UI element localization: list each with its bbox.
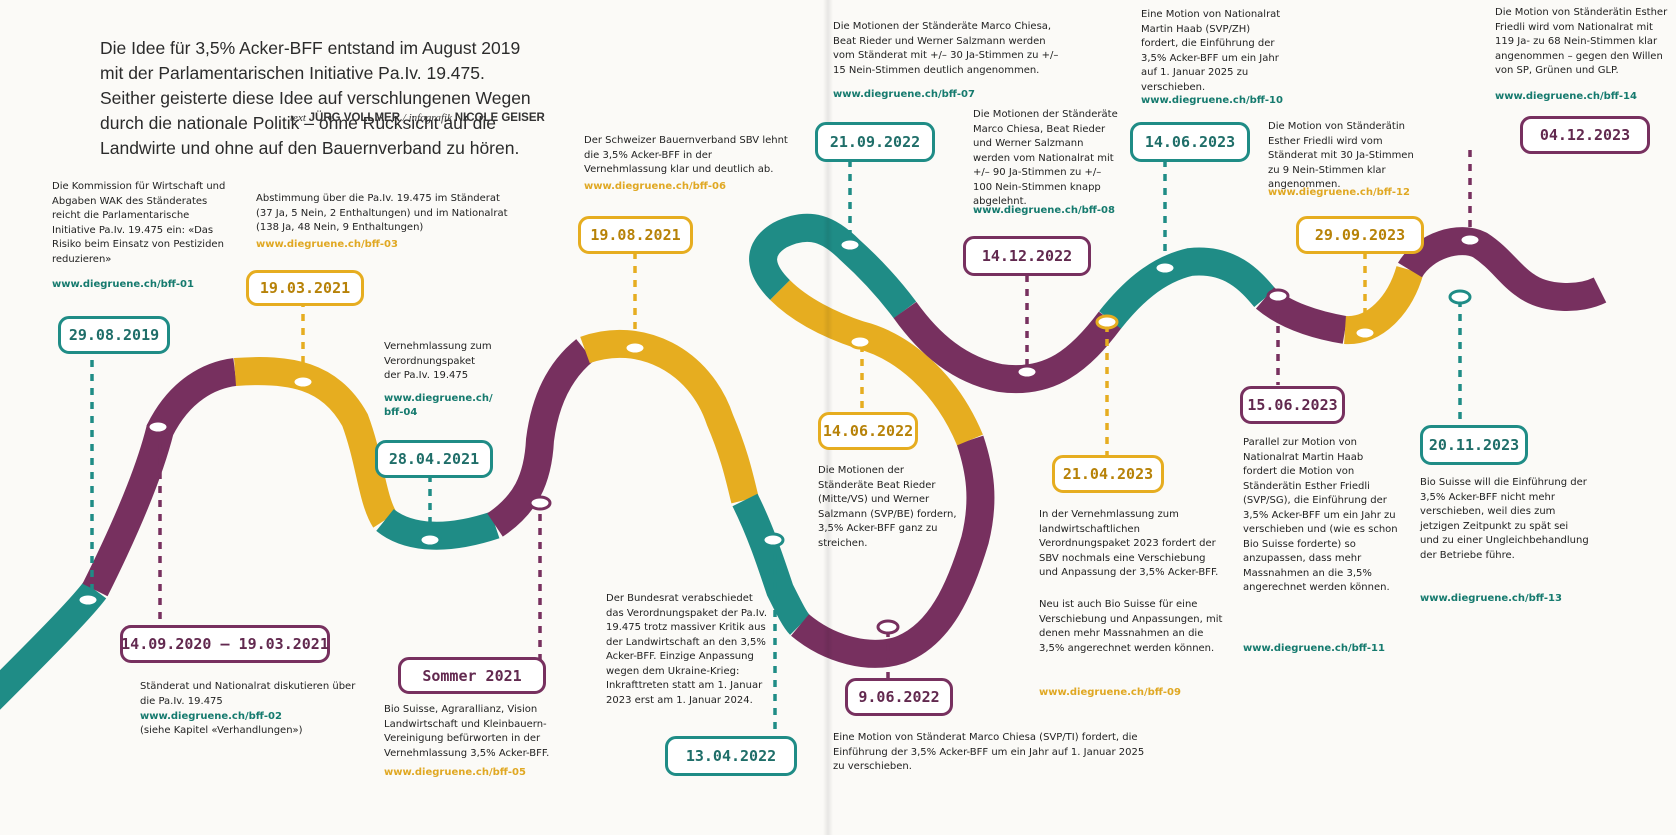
event-text: Die Motionen der Ständeräte Beat Rieder … — [818, 465, 957, 549]
road-segment — [376, 508, 500, 550]
timeline-marker — [1095, 314, 1119, 330]
timeline-marker — [1266, 288, 1290, 304]
road-segment — [893, 301, 1122, 394]
event-text: Der Schweizer Bauernverband SBV lehnt di… — [584, 135, 788, 175]
credit-line: text JÜRG VOLLMER / infografik NICOLE GE… — [290, 112, 545, 124]
timeline-marker — [1458, 232, 1482, 248]
event-link[interactable]: www.diegruene.ch/bff-01 — [52, 279, 194, 290]
timeline-marker — [838, 237, 862, 253]
road-segment — [233, 357, 398, 528]
event-text: Die Motionen der Ständeräte Marco Chiesa… — [833, 21, 1059, 76]
timeline-marker — [876, 619, 900, 635]
event-link[interactable]: www.diegruene.ch/bff-13 — [1420, 593, 1562, 604]
event-text: Vernehmlassung zum Verordnungspaket der … — [384, 341, 492, 381]
credit-designer: NICOLE GEISER — [454, 112, 545, 124]
event-link[interactable]: www.diegruene.ch/bff-11 — [1243, 643, 1385, 654]
event-text: Bio Suisse will die Einführung der 3,5% … — [1420, 477, 1589, 561]
event-link[interactable]: www.diegruene.ch/ bff-04 — [384, 393, 493, 418]
timeline-marker — [1015, 364, 1039, 380]
intro-text: Die Idee für 3,5% Acker-BFF entstand im … — [100, 37, 531, 158]
event-link[interactable]: www.diegruene.ch/bff-12 — [1268, 187, 1410, 198]
event-link[interactable]: www.diegruene.ch/bff-06 — [584, 181, 726, 192]
road-segment — [486, 339, 595, 537]
event-text: Ständerat und Nationalrat diskutieren üb… — [140, 681, 356, 707]
event-text: Die Kommission für Wirtschaft und Abgabe… — [52, 181, 226, 265]
date-badge: 28.04.2021 — [375, 440, 493, 478]
event-text: Der Bundesrat verabschiedet das Verordnu… — [606, 593, 768, 706]
road-segment — [1398, 227, 1607, 311]
timeline-marker — [1353, 325, 1377, 341]
timeline-marker — [418, 532, 442, 548]
credit-info-label: infografik — [408, 112, 452, 124]
road-segment — [1255, 286, 1348, 344]
date-badge: 9.06.2022 — [845, 678, 953, 716]
timeline-marker — [761, 532, 785, 548]
road-segment — [749, 213, 917, 319]
timeline-marker — [146, 419, 170, 435]
event-text: In der Vernehmlassung zum landwirtschaft… — [1039, 509, 1219, 578]
event-text: Die Motion von Ständerätin Esther Friedl… — [1495, 7, 1668, 76]
date-badge: 20.11.2023 — [1420, 425, 1528, 465]
road-segment — [732, 493, 811, 635]
timeline-marker — [76, 592, 100, 608]
timeline-marker — [623, 340, 647, 356]
date-badge: 04.12.2023 — [1520, 116, 1650, 154]
date-badge: 15.06.2023 — [1240, 386, 1345, 424]
date-badge: 21.04.2023 — [1052, 455, 1164, 493]
road-segment — [1099, 247, 1276, 329]
event-link[interactable]: www.diegruene.ch/bff-09 — [1039, 687, 1181, 698]
event-link[interactable]: www.diegruene.ch/bff-03 — [256, 239, 398, 250]
date-badge: 13.04.2022 — [665, 736, 797, 776]
road-segment — [82, 358, 238, 597]
road-segment — [791, 435, 995, 668]
date-badge: 21.09.2022 — [815, 122, 935, 162]
date-badge: 29.09.2023 — [1296, 216, 1424, 254]
event-text: Eine Motion von Ständerat Marco Chiesa (… — [833, 732, 1145, 772]
date-badge: 14.06.2023 — [1130, 122, 1250, 162]
event-link[interactable]: www.diegruene.ch/bff-07 — [833, 89, 975, 100]
event-text: Die Motionen der Ständeräte Marco Chiesa… — [973, 109, 1118, 207]
date-badge: 19.08.2021 — [578, 216, 693, 254]
event-link[interactable]: www.diegruene.ch/bff-14 — [1495, 91, 1637, 102]
timeline-marker — [291, 374, 315, 390]
date-badge: 14.06.2022 — [818, 412, 918, 450]
credit-text-label: text — [290, 112, 306, 124]
date-badge: 14.12.2022 — [963, 236, 1091, 276]
credit-separator: / — [400, 112, 409, 124]
event-note: (siehe Kapitel «Verhandlungen») — [140, 725, 303, 736]
date-badge: 29.08.2019 — [58, 316, 170, 354]
timeline-marker — [1153, 260, 1177, 276]
date-badge: Sommer 2021 — [398, 657, 546, 694]
timeline-marker — [528, 495, 552, 511]
event-text: Abstimmung über die Pa.Iv. 19.475 im Stä… — [256, 193, 508, 233]
event-text-secondary: Neu ist auch Bio Suisse für eine Verschi… — [1039, 599, 1223, 654]
event-link[interactable]: www.diegruene.ch/bff-02 — [140, 711, 282, 722]
event-link[interactable]: www.diegruene.ch/bff-08 — [973, 205, 1115, 216]
road-segment — [1344, 265, 1424, 345]
event-link[interactable]: www.diegruene.ch/bff-05 — [384, 767, 526, 778]
road-segment — [580, 329, 759, 504]
road-segment — [0, 581, 107, 710]
event-link[interactable]: www.diegruene.ch/bff-10 — [1141, 95, 1283, 106]
event-text: Eine Motion von Nationalrat Martin Haab … — [1141, 9, 1281, 93]
event-text: Parallel zur Motion von Nationalrat Mart… — [1243, 437, 1398, 593]
date-badge: 19.03.2021 — [246, 270, 364, 306]
event-text: Bio Suisse, Agrarallianz, Vision Landwir… — [384, 704, 550, 759]
credit-author: JÜRG VOLLMER — [308, 112, 401, 124]
timeline-marker — [1448, 289, 1472, 305]
timeline-marker — [848, 334, 872, 350]
date-badge: 14.09.2020 – 19.03.2021 — [120, 625, 330, 663]
event-text: Die Motion von Ständerätin Esther Friedl… — [1268, 121, 1414, 190]
